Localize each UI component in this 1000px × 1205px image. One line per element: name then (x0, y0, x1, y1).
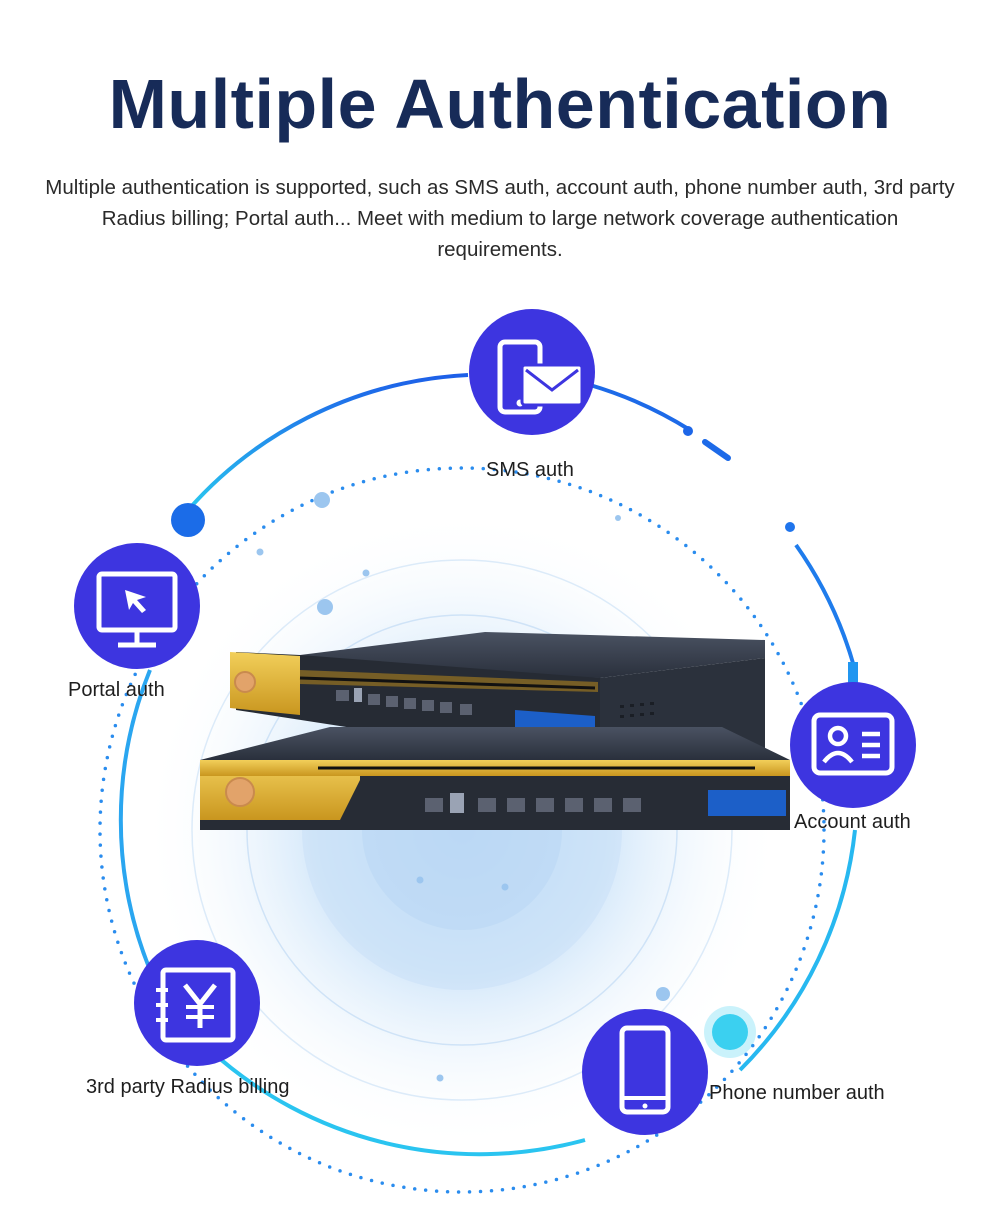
lower-appliance (200, 727, 790, 830)
id-card-icon (811, 712, 895, 776)
account-auth-label: Account auth (794, 811, 911, 833)
yen-billing-icon (156, 967, 236, 1043)
page-subtitle: Multiple authentication is supported, su… (45, 176, 955, 261)
phone-number-auth-label: Phone number auth (709, 1082, 885, 1104)
radius-billing-badge (134, 940, 260, 1066)
radius-billing-label: 3rd party Radius billing (86, 1076, 290, 1098)
accent-dots (171, 426, 795, 1082)
diagram-graphic (74, 309, 916, 1194)
phone-number-auth-badge (582, 1009, 708, 1135)
smartphone-icon (619, 1025, 671, 1115)
portal-auth-label: Portal auth (68, 679, 165, 701)
dotted-ring (98, 466, 826, 1194)
auth-diagram: SMS auth Portal auth Account auth 3rd pa… (0, 290, 1000, 1200)
page-title: Multiple Authentication (108, 65, 892, 143)
portal-auth-badge (74, 543, 200, 669)
monitor-cursor-icon (96, 571, 178, 648)
outer-ring (118, 373, 858, 1157)
sms-auth-badge (469, 309, 595, 435)
account-auth-badge (790, 682, 916, 808)
sms-phone-envelope-icon (497, 339, 584, 415)
sms-auth-label: SMS auth (486, 459, 574, 481)
